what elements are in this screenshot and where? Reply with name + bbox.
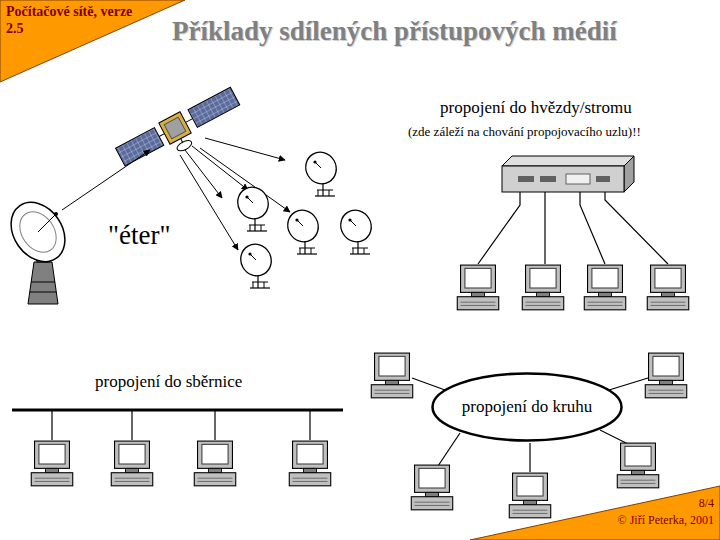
star-note: (zde záleží na chování propojovacího uzl… — [408, 124, 641, 140]
slide-title: Příklady sdílených přístupových médií — [172, 16, 617, 47]
signal-arrows — [62, 138, 290, 250]
receiving-dishes — [232, 147, 377, 288]
footer-badge-text: © Jiří Peterka, 2001 — [618, 513, 714, 527]
corner-badge-text: Počítačové sítě, verze 2.5 — [6, 4, 136, 38]
star-wires — [478, 192, 668, 264]
bus-line — [12, 410, 343, 440]
footer-badge-outline — [470, 486, 720, 540]
corner-badge: Počítačové sítě, verze 2.5 — [0, 0, 185, 82]
ring-computers — [371, 353, 686, 518]
footer-badge: 8/4 © Jiří Peterka, 2001 — [470, 486, 720, 540]
star-computers — [457, 265, 688, 310]
bus-computers — [31, 441, 330, 486]
satellite — [115, 85, 247, 178]
bus-heading: propojení do sběrnice — [95, 372, 242, 392]
switch-hub — [502, 156, 634, 192]
ring-ellipse: propojení do kruhu — [431, 372, 623, 442]
ether-label: "éter" — [108, 220, 171, 251]
ring-ellipse-text: propojení do kruhu — [462, 397, 592, 417]
star-heading: propojení do hvězdy/stromu — [440, 98, 632, 118]
footer-badge-text: 8/4 — [699, 496, 714, 510]
